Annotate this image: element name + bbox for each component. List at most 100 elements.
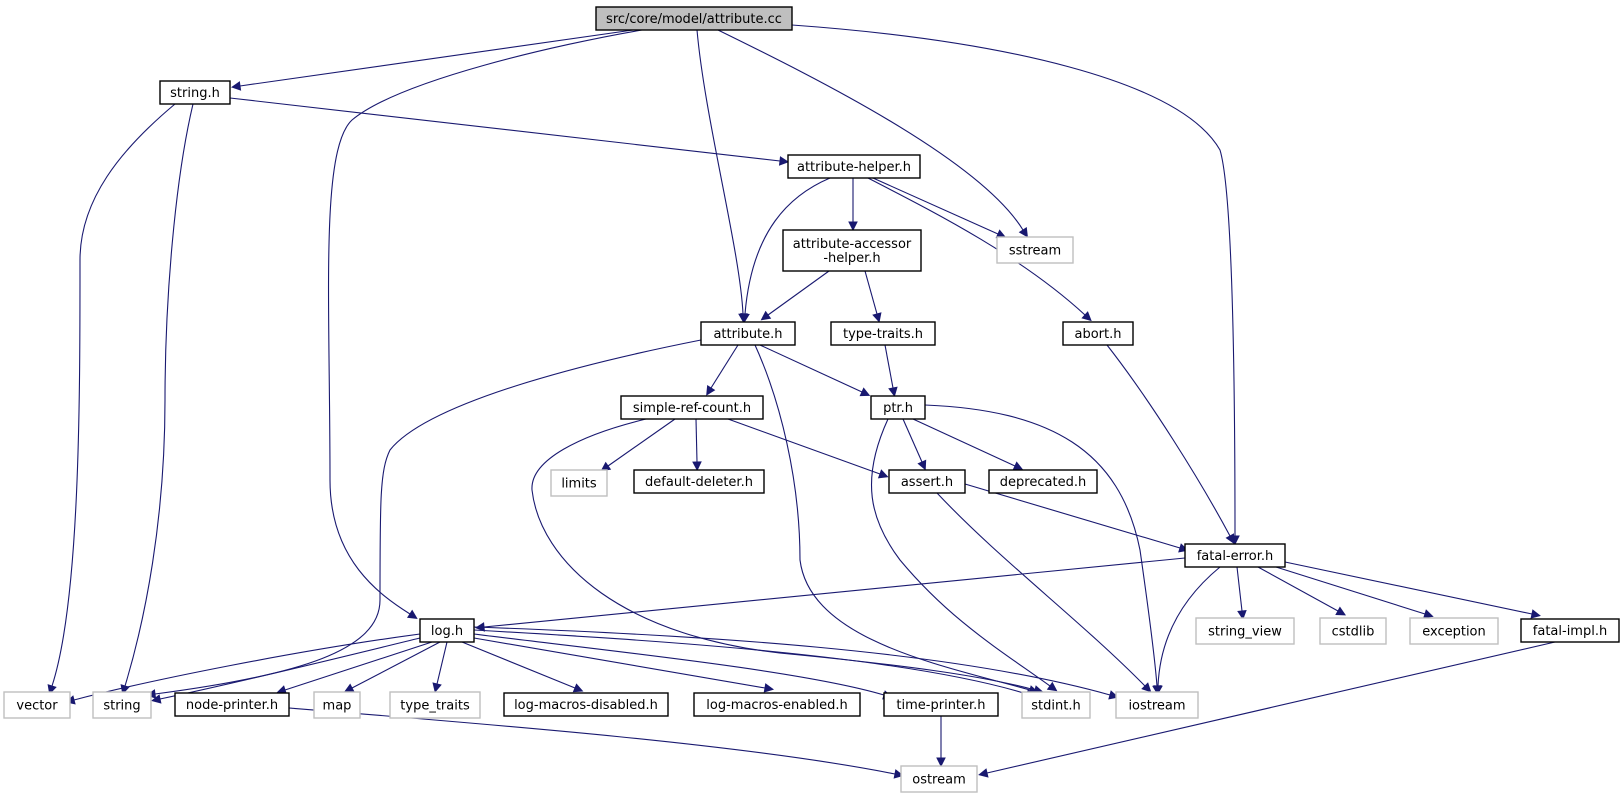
edge-attribute-cc-to-sstream xyxy=(717,29,1028,238)
edge-line xyxy=(239,29,634,87)
node-box xyxy=(159,80,231,105)
node-node-printer-h[interactable]: node-printer.h xyxy=(174,692,290,717)
node-attribute-cc[interactable]: src/core/model/attribute.cc xyxy=(595,6,793,31)
edge-arrowhead xyxy=(706,385,716,396)
edge-line xyxy=(607,418,676,467)
edge-simple-ref-count-h-to-limits xyxy=(600,418,676,472)
node-label: time-printer.h xyxy=(896,698,985,713)
nodes-layer: src/core/model/attribute.cc string.h attri… xyxy=(3,6,1620,793)
edge-arrowhead xyxy=(432,682,442,693)
node-box xyxy=(988,469,1098,494)
node-box xyxy=(92,691,152,719)
node-label: fatal-impl.h xyxy=(1533,624,1607,639)
node-stdint-h: stdint.h xyxy=(1021,691,1091,719)
node-fatal-error-h[interactable]: fatal-error.h xyxy=(1184,543,1286,568)
node-abort-h[interactable]: abort.h xyxy=(1062,321,1134,346)
edge-arrowhead xyxy=(1012,461,1024,471)
node-box xyxy=(3,691,71,719)
edge-line xyxy=(351,641,441,689)
node-label: attribute-accessor xyxy=(793,237,912,252)
edge-line xyxy=(902,418,923,463)
edge-arrowhead xyxy=(859,387,871,397)
edge-line xyxy=(1157,566,1221,687)
edge-line xyxy=(870,418,1051,687)
node-box xyxy=(996,236,1074,264)
edge-line xyxy=(717,29,1024,231)
node-attribute-h[interactable]: attribute.h xyxy=(700,321,796,346)
node-label: simple-ref-count.h xyxy=(633,401,751,416)
node-box xyxy=(1520,618,1620,643)
edge-line xyxy=(461,641,576,689)
node-deprecated-h[interactable]: deprecated.h xyxy=(988,469,1098,494)
node-box xyxy=(700,321,796,346)
edge-line xyxy=(327,29,643,615)
node-iostream: iostream xyxy=(1115,691,1199,719)
edges-layer xyxy=(47,24,1556,779)
node-label: map xyxy=(323,699,352,714)
edge-fatal-error-h-to-log-h xyxy=(474,557,1186,632)
node-label: node-printer.h xyxy=(186,698,278,713)
edge-arrowhead xyxy=(1423,609,1434,619)
node-box xyxy=(1115,691,1199,719)
edge-arrowhead xyxy=(848,221,858,232)
node-box xyxy=(1021,691,1091,719)
edge-arrowhead xyxy=(1141,682,1152,693)
edge-attribute-accessor-helper-h-to-type-traits-h xyxy=(864,270,882,323)
edge-line xyxy=(436,641,448,685)
edge-arrowhead xyxy=(978,768,989,778)
edge-arrowhead xyxy=(760,310,772,321)
edge-arrowhead xyxy=(1081,311,1092,322)
node-label: type_traits xyxy=(400,699,470,714)
node-attribute-helper-h[interactable]: attribute-helper.h xyxy=(787,154,921,179)
node-label: attribute.h xyxy=(713,327,782,342)
edge-line xyxy=(473,629,1028,695)
edge-line xyxy=(1284,561,1533,615)
node-label: abort.h xyxy=(1075,327,1122,342)
edge-line xyxy=(473,637,766,689)
node-type-traits-h[interactable]: type-traits.h xyxy=(830,321,936,346)
node-attribute-accessor-helper-h[interactable]: attribute-accessor-helper.h xyxy=(782,229,922,272)
node-label: vector xyxy=(16,699,58,714)
node-box xyxy=(1184,543,1286,568)
node-log-macros-enabled-h[interactable]: log-macros-enabled.h xyxy=(693,692,861,717)
node-limits: limits xyxy=(550,469,608,497)
edge-arrowhead xyxy=(1237,609,1247,621)
edge-line xyxy=(727,418,881,475)
edge-line xyxy=(483,557,1186,628)
edge-arrowhead xyxy=(872,312,882,323)
node-assert-h[interactable]: assert.h xyxy=(888,469,966,494)
edge-abort-h-to-fatal-error-h xyxy=(1106,344,1235,545)
node-ptr-h[interactable]: ptr.h xyxy=(870,395,926,420)
node-default-deleter-h[interactable]: default-deleter.h xyxy=(633,469,765,494)
edge-line xyxy=(759,344,863,393)
node-simple-ref-count-h[interactable]: simple-ref-count.h xyxy=(620,395,764,420)
edge-arrowhead xyxy=(936,757,946,768)
edge-line xyxy=(1257,566,1339,612)
node-ostream: ostream xyxy=(900,765,978,793)
edge-arrowhead xyxy=(778,156,790,166)
edge-line xyxy=(1236,566,1243,612)
edge-type-traits-h-to-ptr-h xyxy=(884,344,898,397)
node-label: sstream xyxy=(1009,244,1061,259)
node-time-printer-h[interactable]: time-printer.h xyxy=(883,692,999,717)
node-box xyxy=(419,618,475,643)
edge-line xyxy=(864,270,878,315)
edge-line xyxy=(51,103,176,687)
edge-node-printer-h-to-ostream xyxy=(288,707,904,779)
edge-line xyxy=(754,344,1031,691)
node-fatal-impl-h[interactable]: fatal-impl.h xyxy=(1520,618,1620,643)
edge-fatal-impl-h-to-ostream xyxy=(978,641,1556,778)
edge-line xyxy=(284,641,433,691)
edge-line xyxy=(473,626,1111,696)
edge-line xyxy=(159,637,421,700)
node-log-macros-disabled-h[interactable]: log-macros-disabled.h xyxy=(503,692,669,717)
node-string-h[interactable]: string.h xyxy=(159,80,231,105)
node-box xyxy=(1319,617,1387,645)
node-cstdlib: cstdlib xyxy=(1319,617,1387,645)
node-box xyxy=(900,765,978,793)
edge-line xyxy=(1106,344,1231,537)
node-log-h[interactable]: log.h xyxy=(419,618,475,643)
edge-line xyxy=(884,344,894,389)
node-label: ptr.h xyxy=(883,401,913,416)
